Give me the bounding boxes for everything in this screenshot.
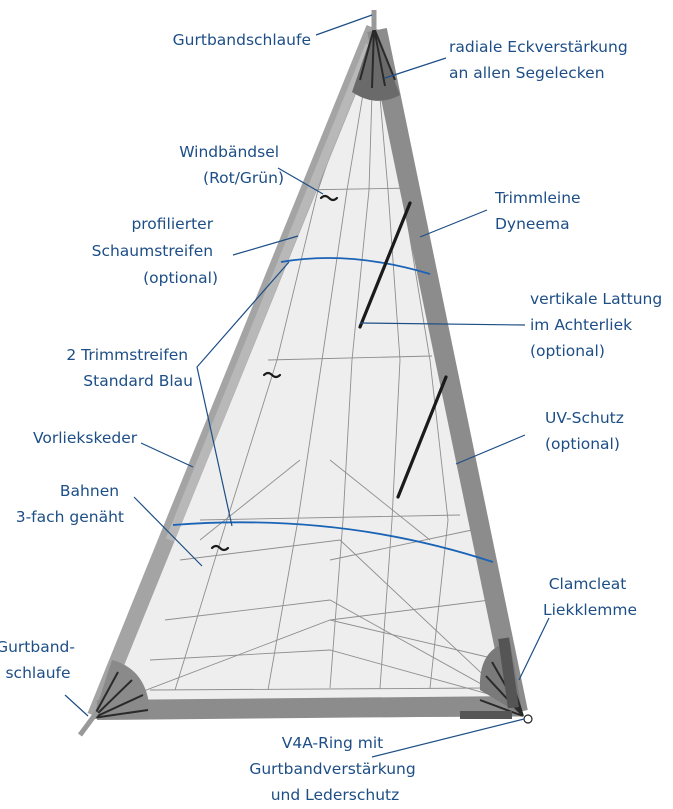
label-foam-strip: profilierter Schaumstreifen (optional) (92, 215, 218, 287)
label-clew-ring: V4A-Ring mit Gurtbandverstärkung und Led… (249, 734, 420, 804)
batten-lower (396, 375, 448, 499)
label-head-strap: Gurtbandschlaufe (173, 31, 311, 49)
tack-strap (77, 710, 100, 737)
telltale-2 (262, 371, 282, 379)
leech-band (367, 27, 528, 715)
label-radial-reinforcement: radiale Eckverstärkung an allen Segeleck… (449, 38, 633, 82)
label-tack-strap: Gurtband- schlaufe (0, 638, 80, 682)
label-draft-stripes: 2 Trimmstreifen Standard Blau (66, 346, 193, 390)
sail (77, 10, 533, 737)
head-patch (352, 28, 400, 101)
label-telltales: Windbändsel (Rot/Grün) (179, 143, 284, 187)
clamcleat (498, 637, 519, 709)
batten-upper (358, 201, 412, 329)
foot-band (96, 696, 521, 720)
labels: Gurtbandschlaufe radiale Eckverstärkung … (0, 31, 667, 804)
draft-stripe-lower (172, 521, 494, 563)
corner-patches (77, 10, 533, 737)
label-panels: Bahnen 3-fach genäht (16, 482, 124, 526)
telltale-1 (319, 194, 339, 202)
label-clamcleat: Clamcleat Liekklemme (543, 575, 637, 619)
telltale-3 (210, 544, 230, 552)
foot-strap (460, 711, 512, 719)
label-uv-cover: UV-Schutz (optional) (545, 409, 629, 453)
clew-ring (523, 714, 533, 724)
leader-lines (64, 14, 550, 758)
label-luff-rope: Vorliekskeder (33, 429, 138, 447)
foam-strip (165, 43, 375, 542)
edge-bands (87, 24, 528, 720)
draft-stripe-upper (280, 257, 431, 275)
label-battens: vertikale Lattung im Achterliek (optiona… (530, 290, 667, 360)
label-leech-line: Trimmleine Dyneema (494, 189, 586, 233)
